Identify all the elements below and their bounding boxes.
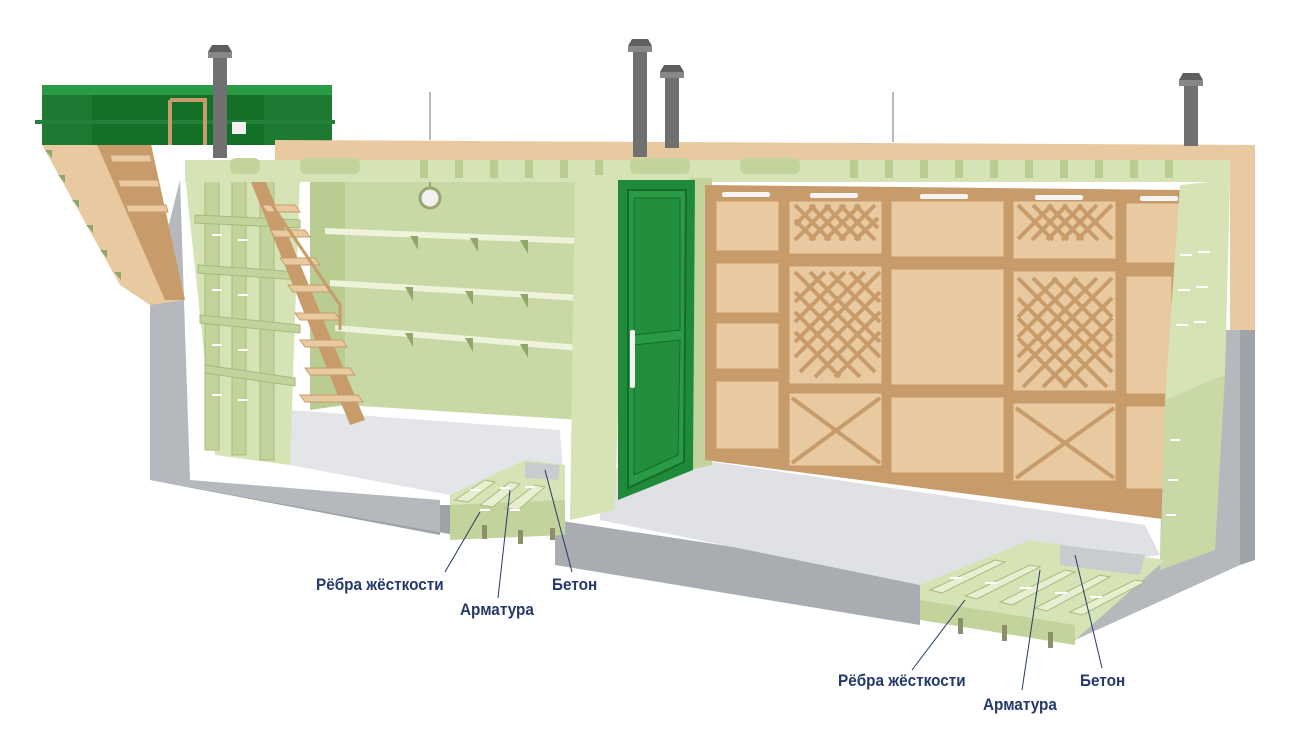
partition-wall <box>570 175 712 520</box>
vent-pipe <box>660 65 684 148</box>
door-handle <box>630 330 635 388</box>
label-ribs-right: Рёбра жёсткости <box>838 671 966 690</box>
label-rebar-right: Арматура <box>983 695 1057 714</box>
leader-ribs-left <box>444 511 481 573</box>
label-concrete-right: Бетон <box>1080 671 1126 690</box>
staircase <box>250 179 365 425</box>
left-room <box>310 175 580 420</box>
right-side-wall <box>1160 180 1230 570</box>
label-rebar-left: Арматура <box>460 600 534 619</box>
leader-concrete-left <box>544 469 573 573</box>
label-ribs-left: Рёбра жёсткости <box>316 575 444 594</box>
leader-concrete-right <box>1074 554 1103 669</box>
leader-rebar-left <box>497 489 511 599</box>
label-concrete-left: Бетон <box>552 575 598 594</box>
ceiling-lamp <box>418 186 442 210</box>
hatch-handle <box>232 122 246 134</box>
vent-pipes <box>208 39 1203 158</box>
leader-rebar-right <box>1021 569 1041 691</box>
vent-pipe <box>1179 73 1203 146</box>
shelves <box>325 228 580 358</box>
callout-lines-left <box>444 469 573 599</box>
left-side-wall <box>185 175 301 465</box>
vent-pipe <box>208 45 232 158</box>
leader-ribs-right <box>911 599 966 671</box>
vent-pipe <box>628 39 652 157</box>
callout-lines-right <box>911 554 1103 691</box>
floor-slab-cutaway-left <box>450 460 565 544</box>
wine-rack <box>705 185 1185 520</box>
floor-slab-cutaway-right <box>920 540 1165 648</box>
ceiling-structure <box>185 140 1255 330</box>
door <box>618 180 695 500</box>
concrete-shell <box>150 180 1255 640</box>
entrance-hatch <box>35 85 335 305</box>
